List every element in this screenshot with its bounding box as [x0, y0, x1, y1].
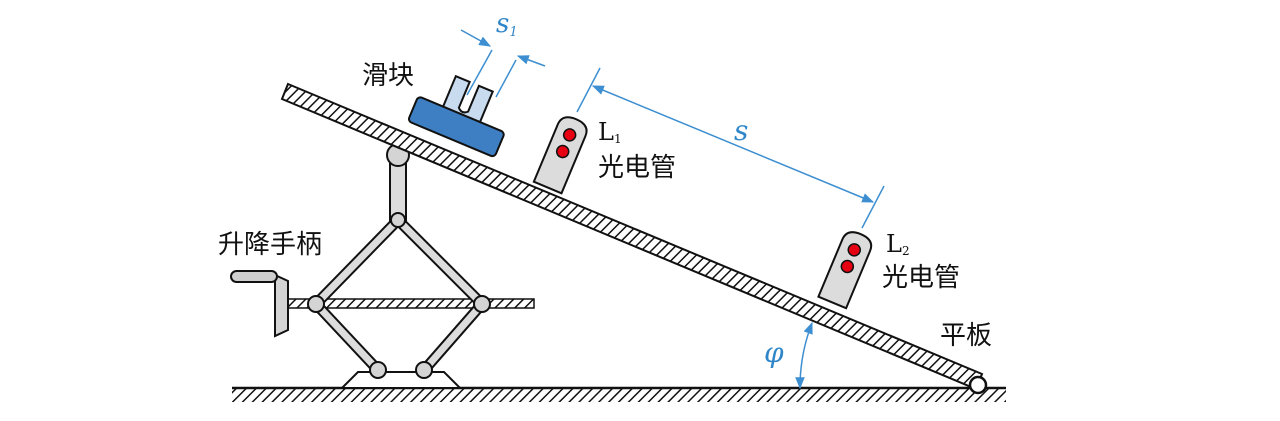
photogate-2	[817, 231, 873, 310]
photogate-2-name: 光电管	[882, 263, 960, 293]
lift-base	[339, 371, 463, 389]
lift-joint	[369, 361, 387, 379]
photogate-led	[562, 128, 577, 142]
lift-joint	[473, 295, 491, 313]
phi-label: φ	[764, 336, 784, 369]
slider-body	[408, 96, 505, 158]
ground	[232, 386, 1006, 402]
photogate-1-name: 光电管	[598, 153, 676, 183]
photogate-led	[847, 243, 862, 257]
handle-label: 升降手柄	[218, 230, 322, 260]
s-label: s	[734, 114, 748, 147]
slider-label: 滑块	[362, 61, 414, 91]
lift-joint	[415, 361, 433, 379]
lift-joint	[307, 295, 325, 313]
handle-grip	[230, 270, 278, 283]
photogate-2-label: L2	[886, 230, 910, 258]
photogate-led	[555, 144, 570, 159]
inclined-board	[280, 82, 988, 395]
s-dimension	[576, 67, 885, 229]
s1-dimension	[460, 29, 546, 98]
lift-joint	[390, 212, 406, 228]
photogate-led	[840, 259, 855, 274]
photogate-1-label: L1	[598, 118, 622, 146]
board-label: 平板	[940, 321, 992, 351]
s1-label: s1	[496, 9, 518, 40]
handle-plate	[274, 273, 289, 338]
board-pivot	[968, 375, 988, 395]
photogate-1	[532, 116, 588, 195]
slider-block	[408, 74, 505, 158]
angle-phi	[795, 321, 813, 390]
